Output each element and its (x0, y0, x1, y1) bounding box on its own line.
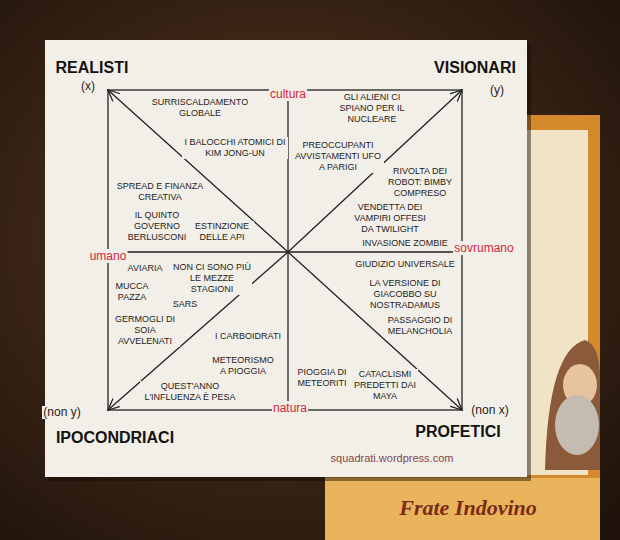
quadrant-label: REALISTI (55, 59, 130, 77)
label-anchor: (non y) (42, 406, 81, 419)
label-anchor: PIOGGIA DI METEORITI (291, 367, 353, 389)
horizontal-axis (128, 251, 456, 252)
label-anchor: VENDETTA DEI VAMPIRI OFFESI DA TWILIGHT (348, 202, 432, 235)
label-anchor: cultura (269, 87, 307, 101)
quadrant-label: VISIONARI (433, 59, 517, 77)
label-anchor: I BALOCCHI ATOMICI DI KIM JONG-UN (182, 137, 288, 159)
arrow-head (108, 399, 120, 410)
arrow-head (451, 399, 462, 410)
friar-beard (555, 395, 599, 455)
label-anchor: PREOCCUPANTI AVVISTAMENTI UFO A PARIGI (292, 140, 384, 173)
item-label: LA VERSIONE DI GIACOBBO SU NOSTRADAMUS (360, 278, 450, 311)
label-anchor: (x) (80, 80, 96, 93)
label-anchor: VISIONARI (433, 59, 517, 77)
item-label: SPREAD E FINANZA CREATIVA (115, 181, 205, 203)
label-anchor: SPREAD E FINANZA CREATIVA (115, 181, 205, 203)
brand-label: Frate Indovino (398, 495, 538, 521)
item-label: INVASIONE ZOMBIE (361, 238, 448, 249)
item-label: NON CI SONO PIÙ LE MEZZE STAGIONI (172, 262, 252, 295)
diagonal-arrow (108, 252, 288, 410)
quadrant-label: PROFETICI (414, 423, 501, 441)
item-label: GLI ALIENI CI SPIANO PER IL NUCLEARE (329, 92, 415, 125)
diagonal-arrow (108, 90, 288, 252)
label-anchor: LA VERSIONE DI GIACOBBO SU NOSTRADAMUS (360, 278, 450, 311)
item-label: I CARBOIDRATI (214, 331, 282, 342)
label-anchor: PROFETICI (414, 423, 501, 441)
item-label: SURRISCALDAMENTO GLOBALE (144, 97, 256, 119)
frame-square (108, 90, 462, 410)
friar-hood (545, 340, 600, 470)
item-label: AVIARIA (127, 263, 164, 274)
label-anchor: squadrati.wordpress.com (330, 452, 455, 465)
label-anchor: QUEST'ANNO L'INFLUENZA È PESA (140, 381, 240, 403)
variable-label: (non x) (470, 404, 509, 417)
item-label: VENDETTA DEI VAMPIRI OFFESI DA TWILIGHT (348, 202, 432, 235)
label-anchor: (y) (489, 84, 505, 97)
arrow-head (451, 90, 462, 101)
label-anchor: IL QUINTO GOVERNO BERLUSCONI (122, 210, 192, 243)
axis-label: natura (272, 401, 308, 415)
label-anchor: GLI ALIENI CI SPIANO PER IL NUCLEARE (329, 92, 415, 125)
paper-card (45, 40, 527, 477)
item-label: ESTINZIONE DELLE API (190, 221, 254, 243)
label-anchor: METEORISMO A PIOGGIA (208, 355, 278, 377)
item-label: I BALOCCHI ATOMICI DI KIM JONG-UN (182, 137, 288, 159)
label-anchor: Frate Indovino (398, 495, 538, 521)
variable-label: (y) (489, 84, 505, 97)
label-anchor: ESTINZIONE DELLE API (190, 221, 254, 243)
label-anchor: sovrumano (453, 241, 514, 255)
variable-label: (non y) (42, 406, 81, 419)
label-anchor: INVASIONE ZOMBIE (361, 238, 448, 249)
item-label: METEORISMO A PIOGGIA (208, 355, 278, 377)
label-anchor: IPOCONDRIACI (55, 429, 175, 447)
label-anchor: RIVOLTA DEI ROBOT: BIMBY COMPRESO (380, 166, 460, 199)
diagonal-arrow (288, 90, 462, 252)
axis-label: umano (89, 249, 128, 263)
label-anchor: NON CI SONO PIÙ LE MEZZE STAGIONI (172, 262, 252, 295)
axis-label: cultura (269, 87, 307, 101)
item-label: MUCCA PAZZA (110, 281, 154, 303)
axis-label: sovrumano (453, 241, 514, 255)
label-anchor: umano (89, 249, 128, 263)
item-label: GIUDIZIO UNIVERSALE (354, 259, 456, 270)
label-anchor: CATACLISMI PREDETTI DAI MAYA (352, 369, 418, 402)
item-label: SARS (172, 299, 199, 310)
item-label: PASSAGGIO DI MELANCHOLIA (382, 315, 458, 337)
label-anchor: I CARBOIDRATI (214, 331, 282, 342)
label-anchor: SURRISCALDAMENTO GLOBALE (144, 97, 256, 119)
item-label: IL QUINTO GOVERNO BERLUSCONI (122, 210, 192, 243)
label-anchor: SARS (172, 299, 199, 310)
label-anchor: GERMOGLI DI SOIA AVVELENATI (110, 314, 180, 347)
label-anchor: REALISTI (55, 59, 130, 77)
label-anchor: GIUDIZIO UNIVERSALE (354, 259, 456, 270)
label-anchor: PASSAGGIO DI MELANCHOLIA (382, 315, 458, 337)
label-anchor: (non x) (470, 404, 509, 417)
postcard-band (325, 478, 600, 540)
item-label: PIOGGIA DI METEORITI (291, 367, 353, 389)
label-anchor: natura (272, 401, 308, 415)
label-anchor: MUCCA PAZZA (110, 281, 154, 303)
item-label: QUEST'ANNO L'INFLUENZA È PESA (140, 381, 240, 403)
item-label: GERMOGLI DI SOIA AVVELENATI (110, 314, 180, 347)
item-label: RIVOLTA DEI ROBOT: BIMBY COMPRESO (380, 166, 460, 199)
item-label: CATACLISMI PREDETTI DAI MAYA (352, 369, 418, 402)
arrow-head (108, 90, 120, 101)
diagonal-arrow (288, 252, 462, 410)
label-anchor: AVIARIA (127, 263, 164, 274)
chart-lines (108, 90, 462, 410)
url-label: squadrati.wordpress.com (330, 452, 455, 465)
variable-label: (x) (80, 80, 96, 93)
item-label: PREOCCUPANTI AVVISTAMENTI UFO A PARIGI (292, 140, 384, 173)
quadrant-label: IPOCONDRIACI (55, 429, 175, 447)
